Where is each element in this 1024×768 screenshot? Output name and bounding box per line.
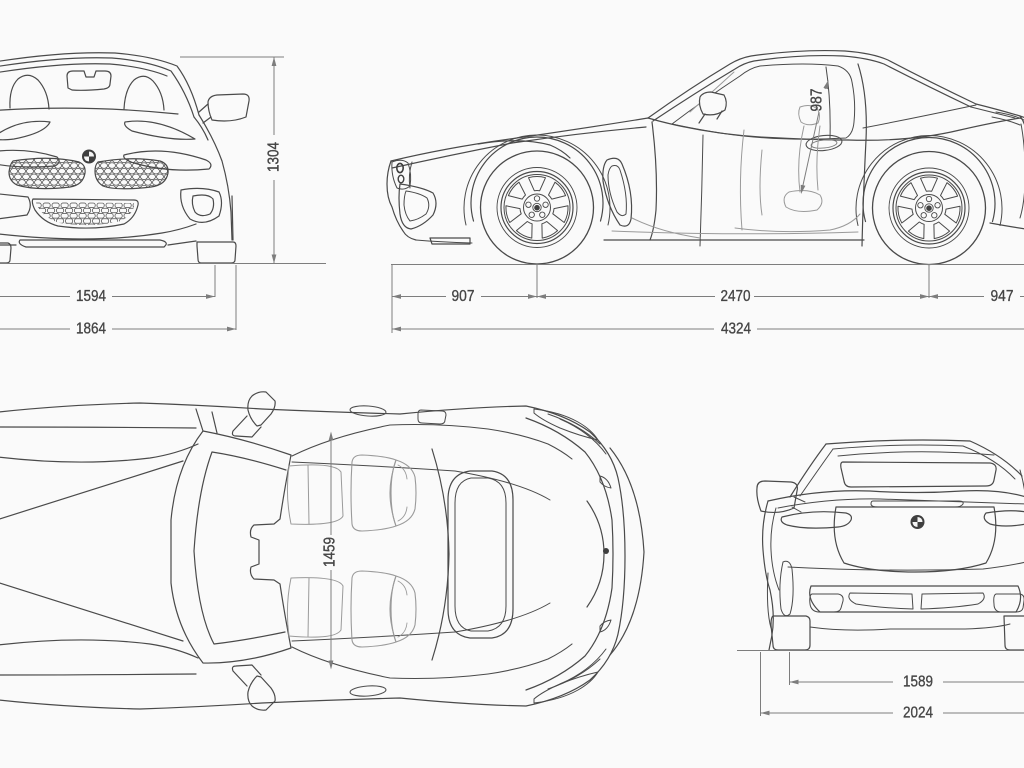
svg-text:1304: 1304 xyxy=(266,142,283,172)
svg-text:2024: 2024 xyxy=(903,705,933,722)
svg-text:947: 947 xyxy=(991,288,1014,305)
svg-text:1594: 1594 xyxy=(76,288,106,305)
svg-text:987: 987 xyxy=(809,88,826,111)
svg-text:4324: 4324 xyxy=(721,321,751,338)
svg-text:1459: 1459 xyxy=(322,537,339,567)
svg-text:1589: 1589 xyxy=(903,674,933,691)
svg-text:2470: 2470 xyxy=(721,288,751,305)
svg-text:1864: 1864 xyxy=(76,321,106,338)
svg-text:907: 907 xyxy=(452,288,475,305)
